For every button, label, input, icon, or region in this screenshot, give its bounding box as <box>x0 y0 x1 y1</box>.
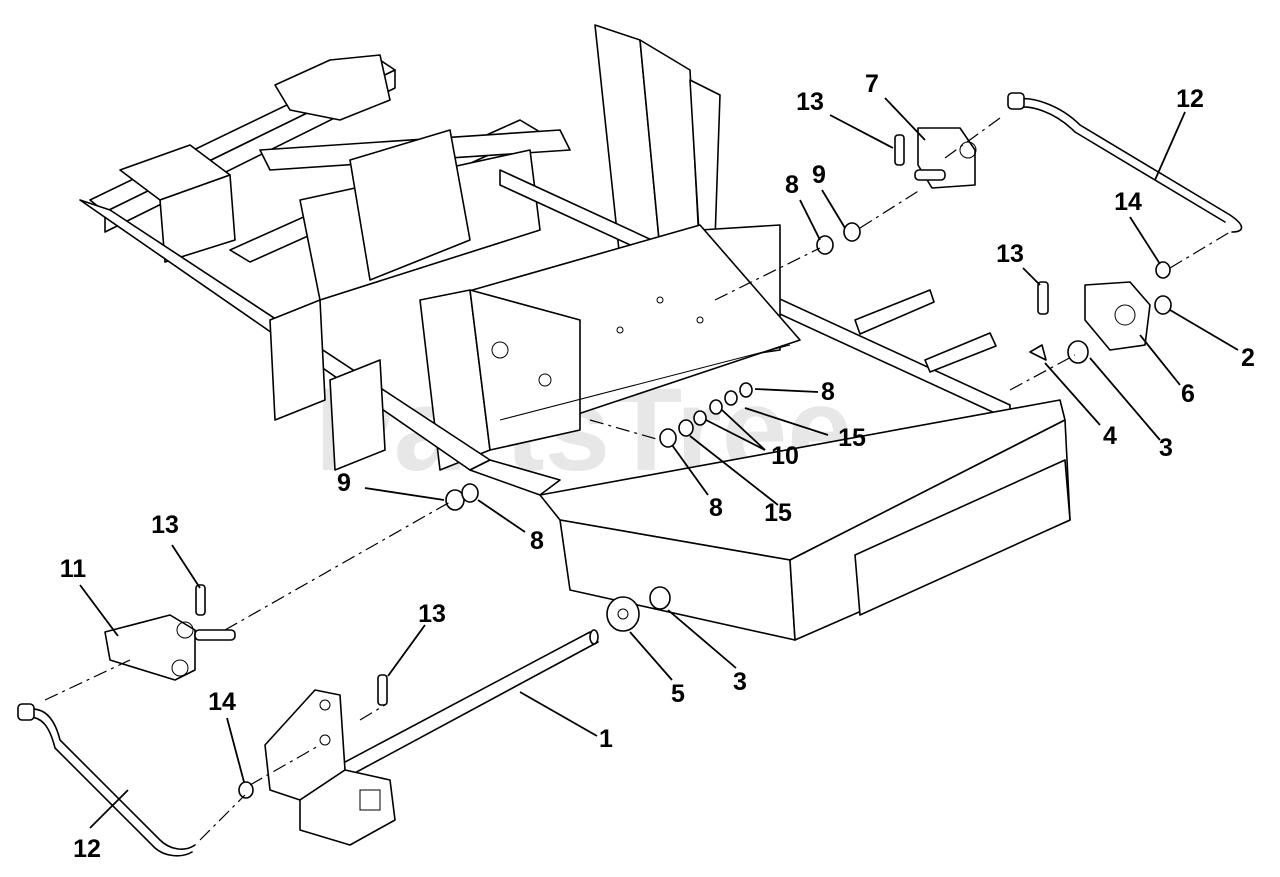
callout-14: 14 <box>208 688 236 716</box>
callout-10: 10 <box>771 442 799 470</box>
callout-9: 9 <box>812 161 826 189</box>
callout-8: 8 <box>709 494 723 522</box>
callout-13: 13 <box>151 511 179 539</box>
callout-8: 8 <box>530 527 544 555</box>
right-pivot-bracket-7 <box>914 127 977 189</box>
callout-6: 6 <box>1181 380 1195 408</box>
callout-5: 5 <box>671 680 685 708</box>
hardware <box>195 134 1172 799</box>
callout-12: 12 <box>1176 85 1204 113</box>
left-tie-rod <box>17 703 196 857</box>
callout-13: 13 <box>796 88 824 116</box>
callout-2: 2 <box>1241 344 1255 372</box>
callout-13: 13 <box>418 600 446 628</box>
callout-3: 3 <box>733 668 747 696</box>
callout-9: 9 <box>337 469 351 497</box>
right-spindle-bracket-6 <box>1084 281 1151 351</box>
callout-12: 12 <box>73 835 101 863</box>
left-pivot-bracket-11 <box>104 614 236 681</box>
mower-frame <box>79 24 1071 641</box>
leader-lines <box>79 97 1239 829</box>
front-axle-bracket <box>264 689 396 846</box>
right-tie-rod <box>1007 92 1243 233</box>
callout-8: 8 <box>821 378 835 406</box>
assembly-lines <box>44 117 1231 841</box>
callout-15: 15 <box>838 424 866 452</box>
callout-4: 4 <box>1103 422 1117 450</box>
callout-14: 14 <box>1114 188 1142 216</box>
callout-7: 7 <box>865 70 879 98</box>
callout-8: 8 <box>785 171 799 199</box>
callout-1: 1 <box>599 725 613 753</box>
callout-15: 15 <box>764 499 792 527</box>
callout-13: 13 <box>996 240 1024 268</box>
axle-shaft-1 <box>329 629 599 783</box>
callout-labels: 13 7 12 8 9 14 13 2 6 8 15 4 3 10 9 8 15… <box>60 70 1255 863</box>
callout-11: 11 <box>60 555 87 583</box>
callout-3: 3 <box>1159 434 1173 462</box>
